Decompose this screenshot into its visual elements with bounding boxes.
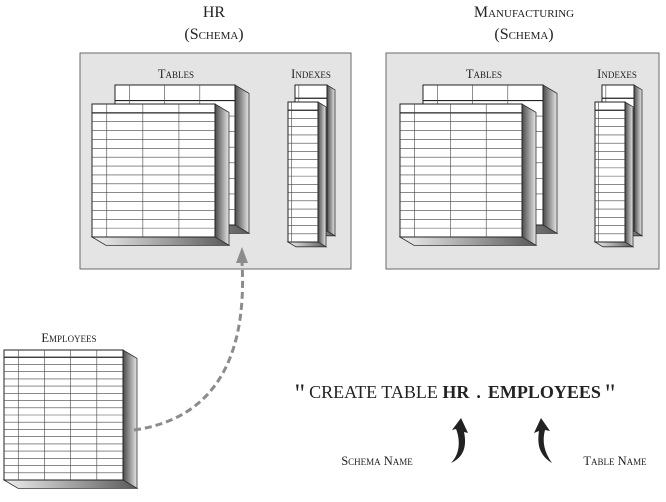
- indexes-label: Indexes: [291, 67, 331, 81]
- schema-hr: HR (Schema) Tables Indexes: [79, 4, 352, 270]
- dashed-curve: [133, 261, 245, 432]
- table-name-label: Table Name: [583, 454, 647, 468]
- employees-table-icon: [2, 349, 139, 490]
- table-front: [287, 101, 319, 243]
- statement-prefix: CREATE TABLE: [309, 382, 442, 402]
- open-quote: ": [294, 379, 305, 408]
- schema-name-label: Schema Name: [341, 454, 413, 468]
- table-front: [399, 103, 523, 238]
- table-side-shade: [633, 84, 643, 237]
- table-bottom-shade: [90, 236, 231, 246]
- table-side-shade: [326, 84, 336, 237]
- schema-name: HR: [203, 4, 226, 21]
- table-side-shade: [234, 84, 250, 235]
- schema-title: HR: [203, 4, 226, 21]
- schema-name-callout: Schema Name: [341, 418, 468, 468]
- table-side-shade: [624, 101, 634, 248]
- table-front: [594, 101, 626, 243]
- table-side-shade: [122, 349, 138, 490]
- table-side-shade: [542, 84, 558, 235]
- statement-table: EMPLOYEES: [488, 382, 601, 402]
- new-table-label: Employees: [41, 331, 96, 345]
- index-icon: [593, 101, 635, 248]
- schema-manufacturing: Manufacturing (Schema) Tables Indexes: [385, 4, 660, 270]
- schema-type-label: (Schema): [184, 26, 243, 43]
- arrow-head: [236, 247, 248, 263]
- new-table-group: Employees: [2, 331, 139, 490]
- statement-separator: .: [476, 382, 481, 402]
- statement-schema: HR: [442, 382, 470, 402]
- schema-type-label: (Schema): [494, 26, 553, 43]
- table-side-shade: [214, 103, 230, 247]
- table-side-shade: [317, 101, 327, 248]
- table-side-shade: [521, 103, 537, 247]
- schema-title: Manufacturing: [474, 4, 574, 21]
- statement-line: " CREATE TABLE HR . EMPLOYEES ": [294, 379, 615, 408]
- curved-arrow-up-icon: [451, 418, 468, 463]
- table-front: [91, 103, 216, 238]
- curved-arrow-up-icon: [534, 418, 552, 463]
- table-bottom-shade: [2, 479, 139, 489]
- indexes-label: Indexes: [597, 67, 637, 81]
- index-icon: [286, 101, 328, 248]
- close-quote: ": [605, 379, 616, 408]
- tables-label: Tables: [466, 67, 502, 81]
- create-statement: " CREATE TABLE HR . EMPLOYEES ": [294, 379, 615, 408]
- schema-name: Manufacturing: [474, 4, 574, 21]
- table-icon: [398, 103, 538, 247]
- tables-label: Tables: [158, 67, 194, 81]
- placement-arrow: [133, 247, 248, 432]
- table-icon: [90, 103, 231, 247]
- table-name-callout: Table Name: [534, 418, 647, 468]
- table-bottom-shade: [398, 236, 538, 246]
